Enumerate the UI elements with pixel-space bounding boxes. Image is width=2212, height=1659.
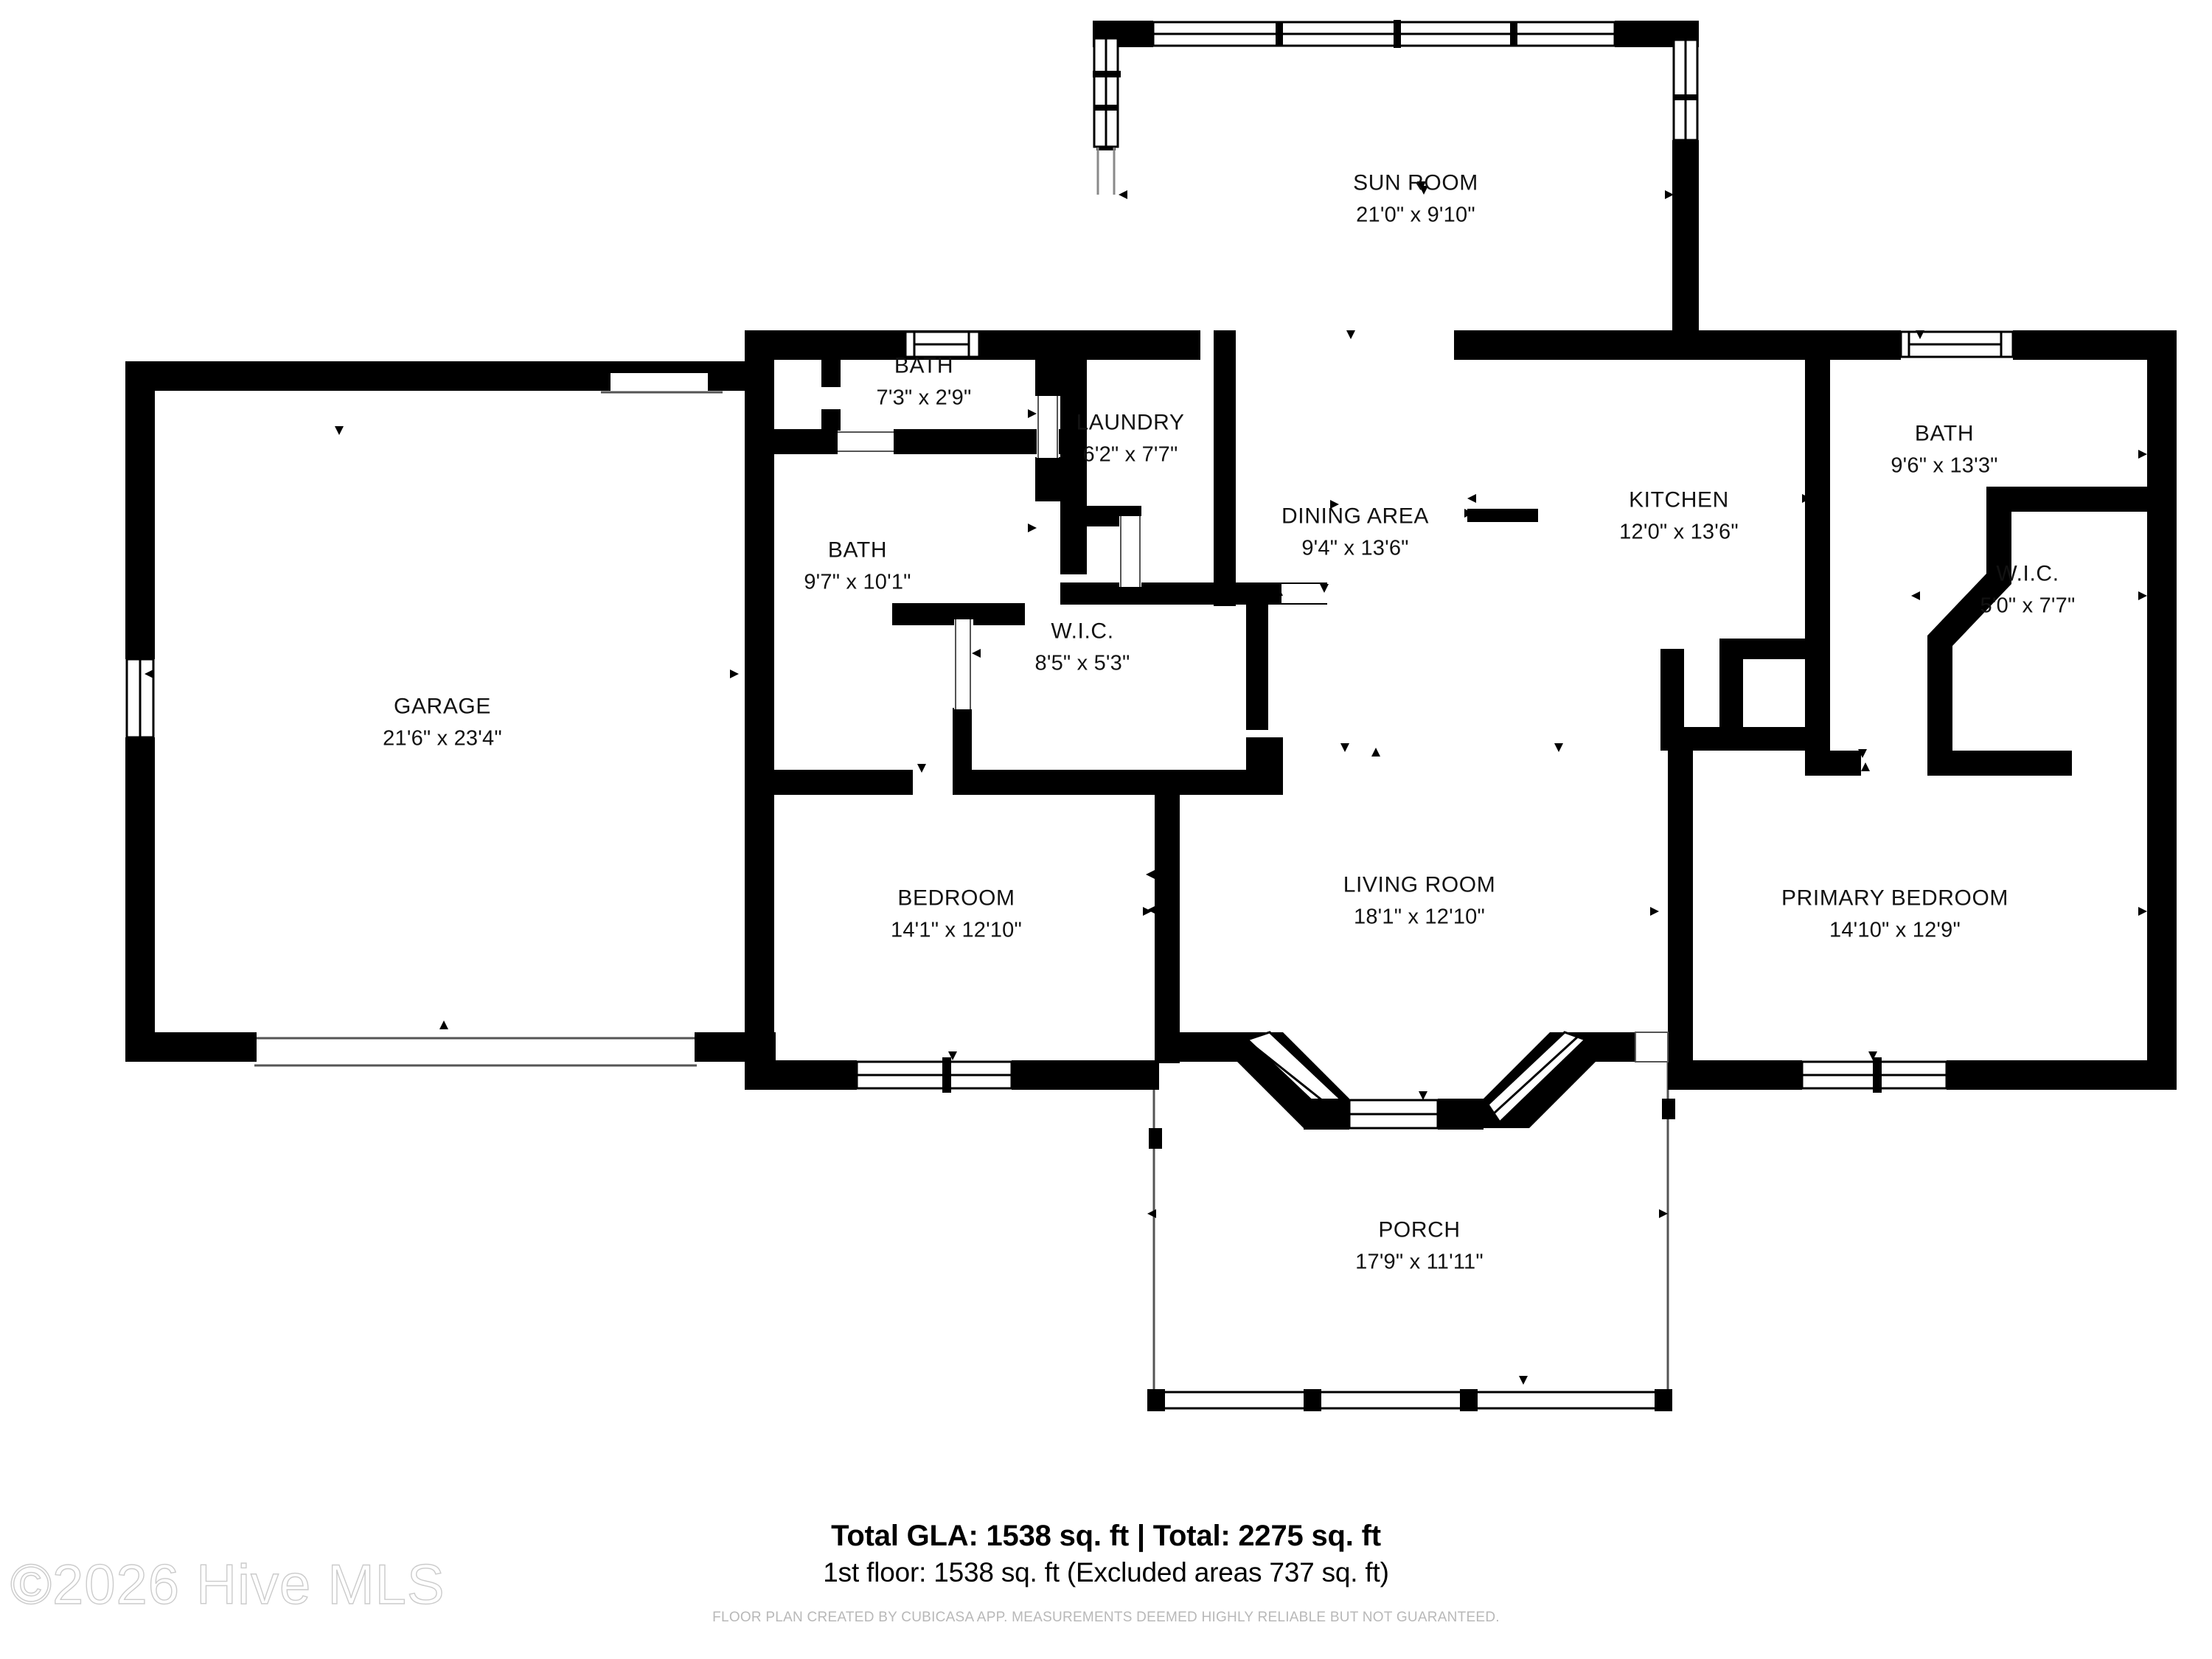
sun-room-window-right (1672, 38, 1699, 142)
sun-room-window-top (1152, 20, 1616, 48)
bath-window-north (1899, 330, 2014, 358)
wic-left-door (954, 619, 973, 709)
bedroom-window-south (855, 1057, 1013, 1093)
primary-bedroom-window-south (1801, 1057, 1948, 1093)
sun-room-left-lower-wall (1096, 147, 1116, 195)
garage-house-connector (611, 361, 745, 391)
wic-right-opening (2072, 752, 2147, 774)
bath-bottom-door (913, 771, 953, 793)
porch-outline (1147, 1099, 1675, 1411)
bath-right-door (1861, 752, 1927, 774)
plan-footer: Total GLA: 1538 sq. ft | Total: 2275 sq.… (0, 1519, 2212, 1626)
bath-large-door (838, 431, 894, 453)
garage-side-door (125, 658, 155, 739)
bay-window-assembly (1155, 1031, 1669, 1130)
sun-room-window-left (1093, 37, 1121, 148)
laundry-closet-opening (1119, 516, 1141, 587)
interior-walls-left-block (774, 330, 1327, 795)
floor-area-detail: 1st floor: 1538 sq. ft (Excluded areas 7… (823, 1557, 1389, 1588)
bath-small-door (1037, 396, 1059, 458)
garage-walls (125, 361, 776, 1062)
thin-outlines (254, 366, 1669, 1397)
dining-kitchen-walls (1214, 330, 1830, 751)
mls-watermark: ©2026 Hive MLS (10, 1553, 445, 1616)
bath-small-window-north (904, 330, 981, 358)
living-bedroom-walls (1155, 751, 1693, 1063)
sun-room-walls (1093, 21, 1699, 333)
disclaimer-text: FLOOR PLAN CREATED BY CUBICASA APP. MEAS… (712, 1609, 1500, 1625)
direction-arrow-markers (145, 181, 2147, 1385)
laundry-right-door (1281, 584, 1329, 603)
total-area-summary: Total GLA: 1538 sq. ft | Total: 2275 sq.… (831, 1520, 1381, 1552)
right-bath-wic-walls (1805, 487, 2147, 776)
